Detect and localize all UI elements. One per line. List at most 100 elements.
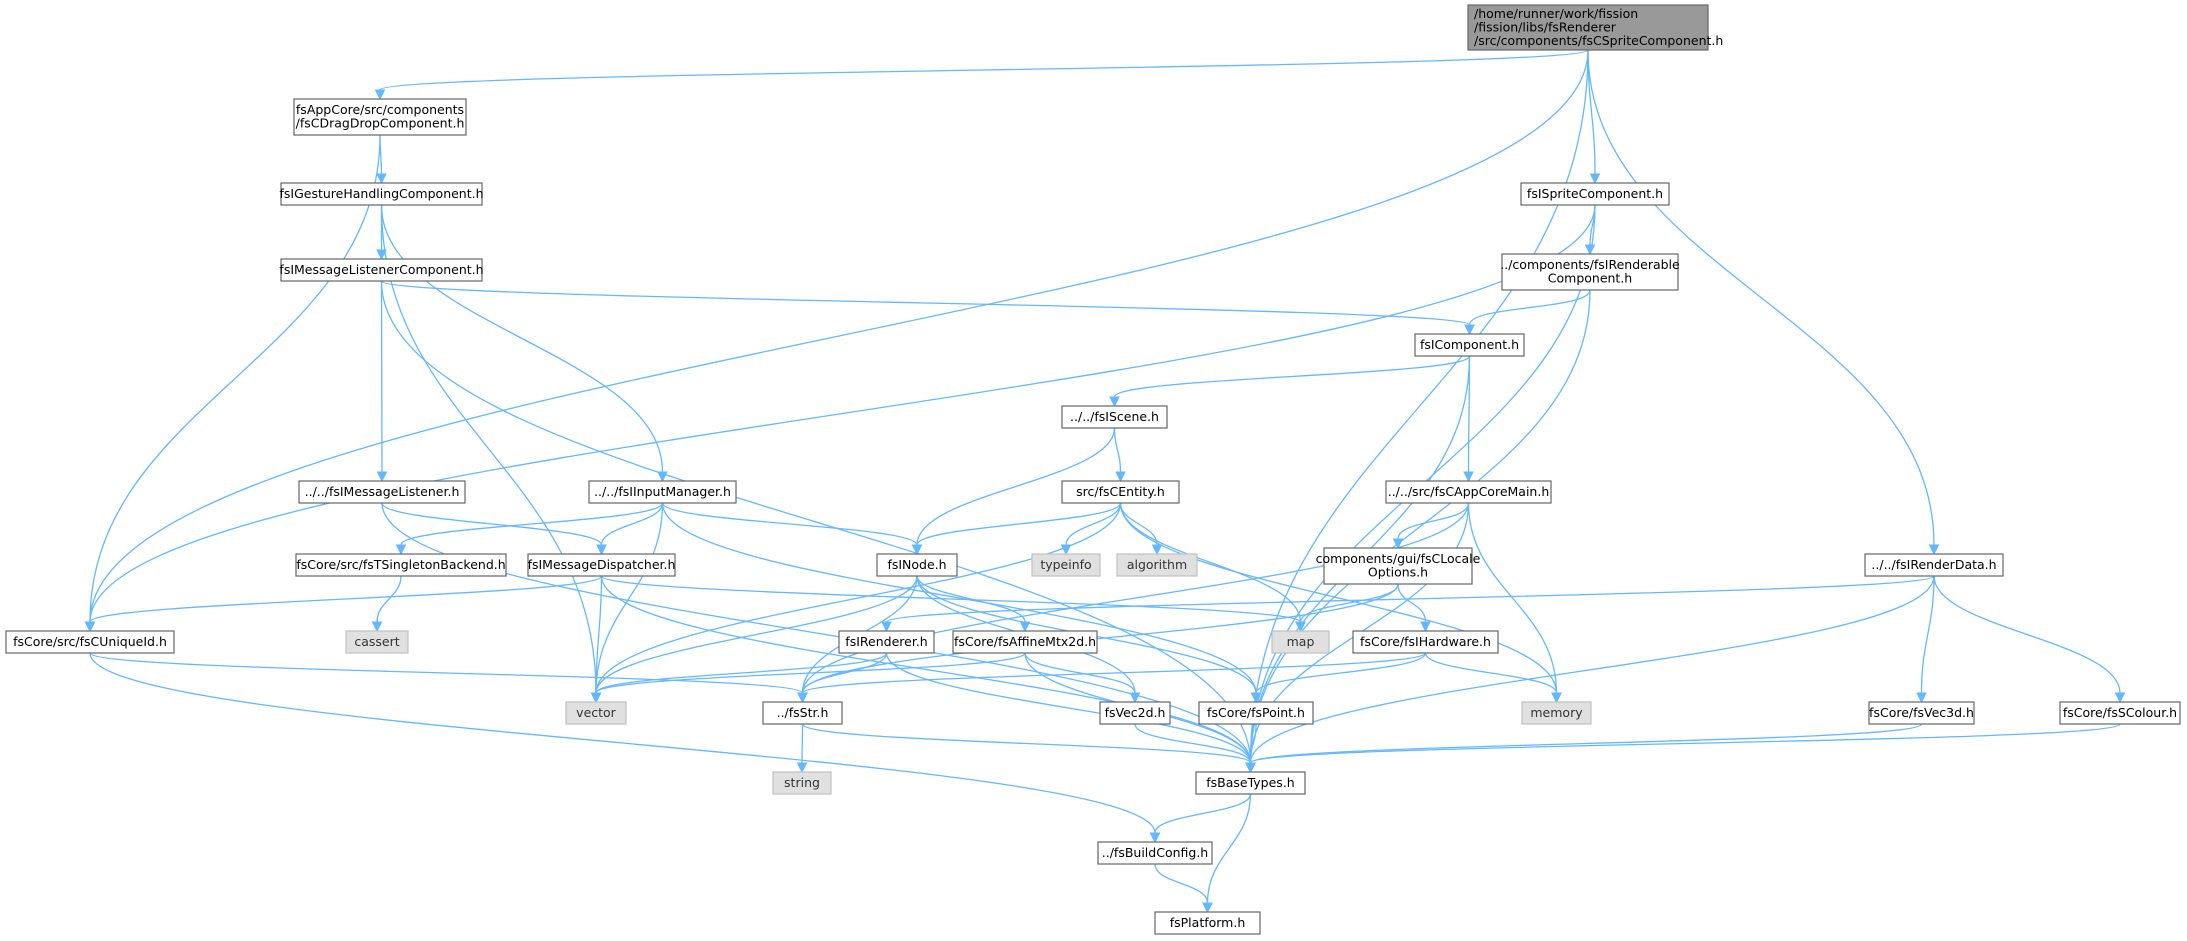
node-box bbox=[1099, 701, 1171, 725]
node-box bbox=[1031, 553, 1101, 577]
edge-entity-to-memory bbox=[1119, 502, 1562, 704]
node-label: ../../fsIScene.h bbox=[1070, 409, 1159, 424]
node-box bbox=[1414, 333, 1525, 357]
node-component[interactable]: fsIComponent.h bbox=[1414, 333, 1525, 357]
edge-line bbox=[600, 575, 1302, 623]
node-label: components/gui/fsCLocale bbox=[1316, 551, 1481, 566]
node-box bbox=[1198, 701, 1314, 725]
edge-line bbox=[801, 652, 1427, 694]
node-entity[interactable]: src/fsCEntity.h bbox=[1061, 480, 1180, 504]
edge-inputmgr-to-dispatcher bbox=[596, 502, 664, 556]
node-box bbox=[1116, 553, 1198, 577]
node-label: fsISpriteComponent.h bbox=[1527, 186, 1663, 201]
node-label: fsIRenderer.h bbox=[845, 634, 927, 649]
edge-renderdata-to-colour bbox=[1933, 575, 2126, 704]
node-box bbox=[527, 553, 676, 577]
node-singleton[interactable]: fsCore/src/fsTSingletonBackend.h bbox=[295, 553, 507, 577]
edge-line bbox=[400, 502, 664, 546]
node-label: fsIMessageListenerComponent.h bbox=[279, 262, 483, 277]
node-box bbox=[1097, 841, 1213, 865]
node-label: cassert bbox=[354, 634, 399, 649]
node-label: fsIMessageDispatcher.h bbox=[528, 557, 676, 572]
edge-msglistener-to-dispatcher bbox=[381, 502, 607, 556]
node-colour[interactable]: fsCore/fsSColour.h bbox=[2059, 701, 2181, 725]
node-vector: vector bbox=[565, 701, 627, 725]
edge-line bbox=[595, 652, 1026, 694]
edge-line bbox=[1206, 793, 1252, 904]
node-box bbox=[876, 553, 958, 577]
edge-root-to-renderdata bbox=[1587, 49, 1940, 556]
edge-hardware-to-memory bbox=[1424, 652, 1562, 704]
node-renderdata[interactable]: ../../fsIRenderData.h bbox=[1864, 553, 2004, 577]
node-point[interactable]: fsCore/fsPoint.h bbox=[1198, 701, 1314, 725]
edge-renderable-to-component bbox=[1464, 289, 1591, 336]
edge-line bbox=[595, 652, 888, 694]
node-label: fsCore/fsAffineMtx2d.h bbox=[954, 634, 1096, 649]
edge-locale-to-hardware bbox=[1397, 583, 1431, 633]
node-gesture[interactable]: fsIGestureHandlingComponent.h bbox=[279, 182, 484, 206]
node-box bbox=[952, 630, 1098, 654]
edge-renderdata-to-vec3d bbox=[1916, 575, 1935, 704]
node-dragdrop[interactable]: fsAppCore/src/components/fsCDragDropComp… bbox=[293, 98, 467, 136]
node-box bbox=[345, 630, 409, 654]
node-msglistcomp[interactable]: fsIMessageListenerComponent.h bbox=[279, 258, 484, 282]
edge-line bbox=[595, 502, 664, 694]
node-msglistener[interactable]: ../../fsIMessageListener.h bbox=[298, 480, 466, 504]
edge-hardware-to-fsstr bbox=[797, 652, 1427, 704]
node-scene[interactable]: ../../fsIScene.h bbox=[1061, 405, 1168, 429]
node-box bbox=[1385, 480, 1552, 504]
edge-line bbox=[885, 575, 1935, 623]
node-vec3d[interactable]: fsCore/fsVec3d.h bbox=[1868, 701, 1975, 725]
node-fsstr[interactable]: ../fsStr.h bbox=[762, 701, 843, 725]
node-label: fsBaseTypes.h bbox=[1206, 775, 1294, 790]
node-inode[interactable]: fsINode.h bbox=[876, 553, 958, 577]
node-uniqueid[interactable]: fsCore/src/fsCUniqueId.h bbox=[5, 630, 175, 654]
node-label: fsINode.h bbox=[887, 557, 946, 572]
node-basetypes[interactable]: fsBaseTypes.h bbox=[1195, 771, 1306, 795]
node-label: /fsCDragDropComponent.h bbox=[296, 116, 465, 131]
node-box bbox=[762, 701, 843, 725]
node-string: string bbox=[772, 771, 832, 795]
node-dispatcher[interactable]: fsIMessageDispatcher.h bbox=[527, 553, 676, 577]
edge-line bbox=[916, 502, 1122, 546]
node-renderer[interactable]: fsIRenderer.h bbox=[838, 630, 935, 654]
node-inputmgr[interactable]: ../../fsIInputManager.h bbox=[588, 480, 737, 504]
node-vec2d[interactable]: fsVec2d.h bbox=[1099, 701, 1171, 725]
node-box bbox=[1868, 701, 1975, 725]
edge-line bbox=[916, 575, 1026, 623]
edge-line bbox=[1467, 502, 1558, 694]
edge-line bbox=[600, 502, 664, 546]
edge-renderable-to-basetypes bbox=[1245, 289, 1591, 774]
edge-arrowhead bbox=[1202, 902, 1213, 914]
edge-line bbox=[380, 280, 1471, 326]
node-affine[interactable]: fsCore/fsAffineMtx2d.h bbox=[952, 630, 1098, 654]
edge-renderdata-to-renderer bbox=[881, 575, 1935, 633]
edge-line bbox=[1397, 583, 1427, 623]
node-label: Component.h bbox=[1548, 271, 1632, 286]
node-platform[interactable]: fsPlatform.h bbox=[1154, 911, 1261, 935]
node-buildconfig[interactable]: ../fsBuildConfig.h bbox=[1097, 841, 1213, 865]
edge-line bbox=[1154, 793, 1252, 834]
node-hardware[interactable]: fsCore/fsIHardware.h bbox=[1352, 630, 1499, 654]
node-label: src/fsCEntity.h bbox=[1076, 484, 1165, 499]
edge-line bbox=[661, 502, 918, 546]
node-memory: memory bbox=[1521, 701, 1592, 725]
edge-line bbox=[1397, 502, 1470, 540]
edge-line bbox=[380, 204, 597, 694]
node-box bbox=[838, 630, 935, 654]
edge-line bbox=[1113, 355, 1471, 398]
edge-line bbox=[801, 723, 804, 764]
edge-line bbox=[885, 652, 1252, 764]
node-label: string bbox=[784, 775, 820, 790]
edge-line bbox=[1024, 652, 1136, 694]
edge-line bbox=[595, 575, 603, 694]
edge-line bbox=[381, 502, 603, 546]
node-sprite[interactable]: fsISpriteComponent.h bbox=[1520, 182, 1670, 206]
edge-arrowhead bbox=[376, 471, 388, 483]
edge-line bbox=[1933, 575, 2121, 694]
node-root[interactable]: /home/runner/work/fission/fission/libs/f… bbox=[1467, 4, 1723, 51]
edge-arrowhead bbox=[376, 173, 387, 185]
node-appcoremain[interactable]: ../../src/fsCAppCoreMain.h bbox=[1385, 480, 1552, 504]
